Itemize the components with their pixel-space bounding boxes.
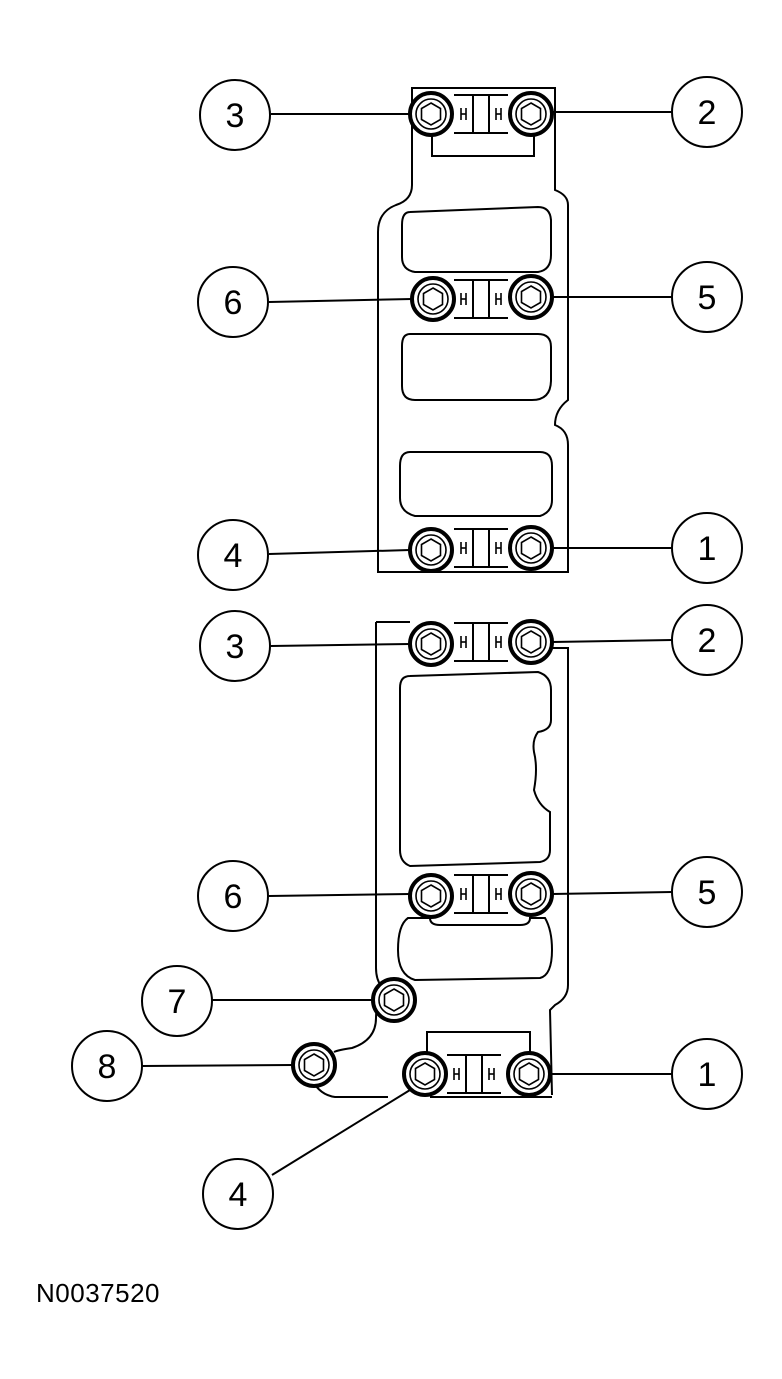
lower-callout-8: 8	[71, 1030, 143, 1102]
callout-number: 6	[224, 284, 243, 322]
upper-port-3	[399, 451, 553, 517]
upper-callout-5: 5	[671, 261, 743, 333]
callout-number: 4	[224, 537, 243, 575]
lower-port-2	[396, 917, 554, 982]
upper-leader-lines	[268, 111, 672, 555]
upper-callout-3: 3	[199, 79, 271, 151]
callout-number: 1	[698, 530, 717, 568]
lower-bolt-row-top	[408, 619, 554, 667]
lower-callout-2: 2	[671, 604, 743, 676]
upper-port-2	[401, 333, 552, 401]
upper-callout-1: 1	[671, 512, 743, 584]
lower-manifold-section	[311, 621, 569, 1098]
lower-callout-4: 4	[202, 1158, 274, 1230]
callout-number: 4	[229, 1176, 248, 1214]
upper-callout-2: 2	[671, 76, 743, 148]
lower-callout-6: 6	[197, 860, 269, 932]
upper-gasket-outline	[377, 87, 569, 573]
upper-manifold-section	[377, 87, 569, 573]
lower-bolt-8	[291, 1042, 337, 1088]
upper-bolt-row-top	[408, 91, 554, 137]
lower-callout-3: 3	[199, 610, 271, 682]
upper-port-1	[401, 205, 552, 273]
upper-top-bracket	[431, 134, 535, 157]
lower-leader-lines	[141, 639, 673, 1176]
callout-number: 3	[226, 628, 245, 666]
lower-callout-5: 5	[671, 856, 743, 928]
callout-number: 2	[698, 622, 717, 660]
figure-reference-number: N0037520	[36, 1278, 160, 1308]
lower-callout-1: 1	[671, 1038, 743, 1110]
callout-number: 5	[698, 279, 717, 317]
callout-number: 8	[98, 1048, 117, 1086]
lower-gasket-outline-top	[376, 621, 569, 1096]
lower-port-1	[399, 670, 552, 868]
lower-callout-7: 7	[141, 965, 213, 1037]
callout-number: 6	[224, 878, 243, 916]
callout-number: 3	[226, 97, 245, 135]
upper-bolt-row-middle	[410, 274, 554, 322]
lower-bolt-row-middle	[408, 871, 554, 919]
lower-bolt-7	[371, 977, 417, 1023]
lower-bottom-bracket	[426, 1031, 531, 1052]
callout-number: 5	[698, 874, 717, 912]
upper-callout-4: 4	[197, 519, 269, 591]
callout-number: 7	[168, 983, 187, 1021]
lower-gasket-outline	[375, 622, 389, 993]
upper-callout-6: 6	[197, 266, 269, 338]
upper-bolt-row-bottom	[408, 525, 554, 573]
callout-number: 2	[698, 94, 717, 132]
lower-bolt-row-bottom	[402, 1051, 552, 1097]
callout-number: 1	[698, 1056, 717, 1094]
